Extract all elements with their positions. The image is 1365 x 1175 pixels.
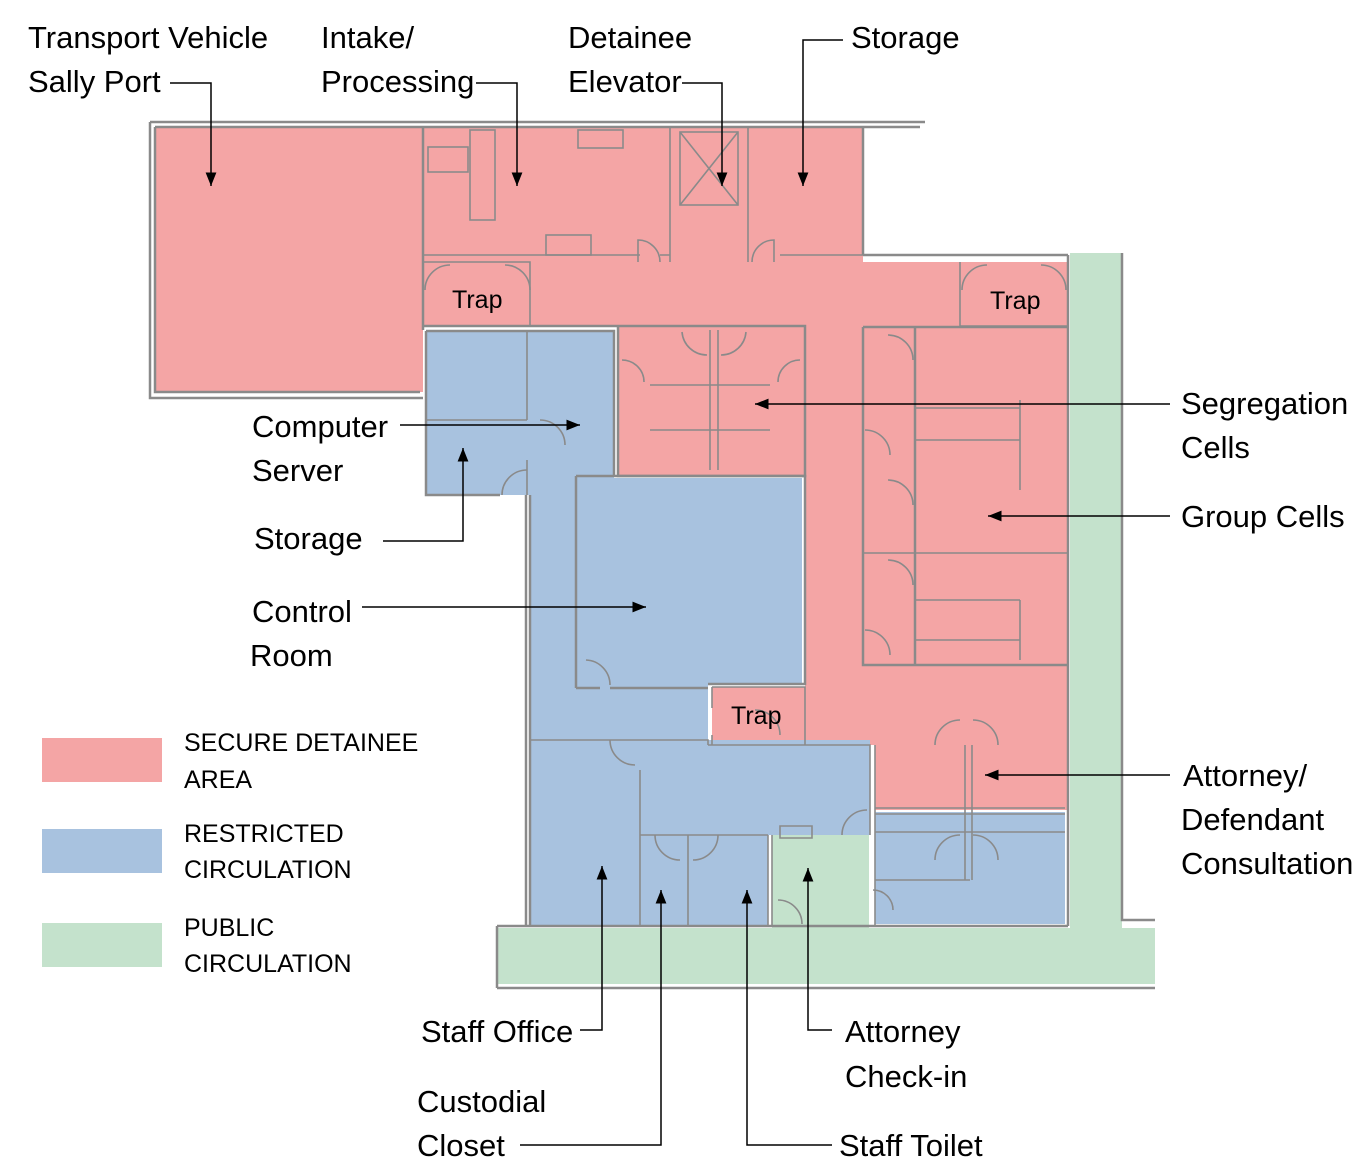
legend-label: CIRCULATION (184, 950, 352, 978)
staff-office-label: Staff Office (421, 1014, 573, 1049)
storage-left-label: Storage (254, 521, 363, 556)
segregation-label-2: Cells (1181, 430, 1250, 465)
intake-leader (476, 82, 523, 186)
storage-top-label: Storage (851, 20, 960, 55)
custodial-label-2: Closet (417, 1128, 505, 1163)
room-labels: Transport Vehicle Sally Port Intake/ Pro… (28, 20, 1353, 1163)
sally-port-label: Transport Vehicle (28, 20, 268, 55)
attorney-checkin-label: Attorney (845, 1014, 961, 1049)
attorney-checkin-leader (802, 868, 832, 1031)
group-cells-label: Group Cells (1181, 499, 1345, 534)
legend-swatch-restricted (42, 829, 162, 873)
computer-server-label: Computer (252, 409, 388, 444)
trap-label: Trap (452, 286, 502, 314)
sally-port-leader (170, 82, 217, 186)
custodial-label: Custodial (417, 1084, 546, 1119)
computer-server-label-2: Server (252, 453, 343, 488)
secure-detainee-area (155, 127, 1068, 810)
elevator-label-2: Elevator (568, 64, 682, 99)
custodial-leader (520, 890, 667, 1146)
attorney-consult-label-2: Defendant (1181, 802, 1324, 837)
attorney-consult-label-3: Consultation (1181, 846, 1353, 881)
legend-swatch-secure (42, 738, 162, 782)
public-circulation-area (497, 253, 1155, 984)
legend: SECURE DETAINEE AREA RESTRICTED CIRCULAT… (42, 729, 418, 978)
elevator-label: Detainee (568, 20, 692, 55)
trap-label: Trap (731, 702, 781, 730)
legend-swatch-public (42, 923, 162, 967)
attorney-consult-label: Attorney/ (1183, 758, 1307, 793)
legend-label: PUBLIC (184, 914, 274, 942)
staff-office-leader (580, 866, 608, 1031)
storage-top-leader (797, 39, 843, 186)
staff-toilet-leader (741, 890, 832, 1146)
leader-lines (170, 39, 1170, 1146)
legend-label: AREA (184, 766, 252, 794)
segregation-label: Segregation (1181, 386, 1348, 421)
legend-label: CIRCULATION (184, 856, 352, 884)
intake-label: Intake/ (321, 20, 414, 55)
restricted-circulation-area (426, 331, 1065, 925)
trap-label: Trap (990, 287, 1040, 315)
trap-labels: Trap Trap Trap (452, 286, 1040, 730)
staff-toilet-label: Staff Toilet (839, 1128, 983, 1163)
sally-port-label-2: Sally Port (28, 64, 161, 99)
building-walls (148, 120, 1155, 990)
storage-left-leader (383, 448, 469, 542)
legend-label: RESTRICTED (184, 820, 344, 848)
door-swings (424, 239, 1067, 925)
attorney-checkin-label-2: Check-in (845, 1059, 967, 1094)
intake-label-2: Processing (321, 64, 474, 99)
legend-label: SECURE DETAINEE (184, 729, 418, 757)
control-room-label-2: Room (250, 638, 333, 673)
control-room-label: Control (252, 594, 352, 629)
elevator-leader (682, 82, 728, 186)
